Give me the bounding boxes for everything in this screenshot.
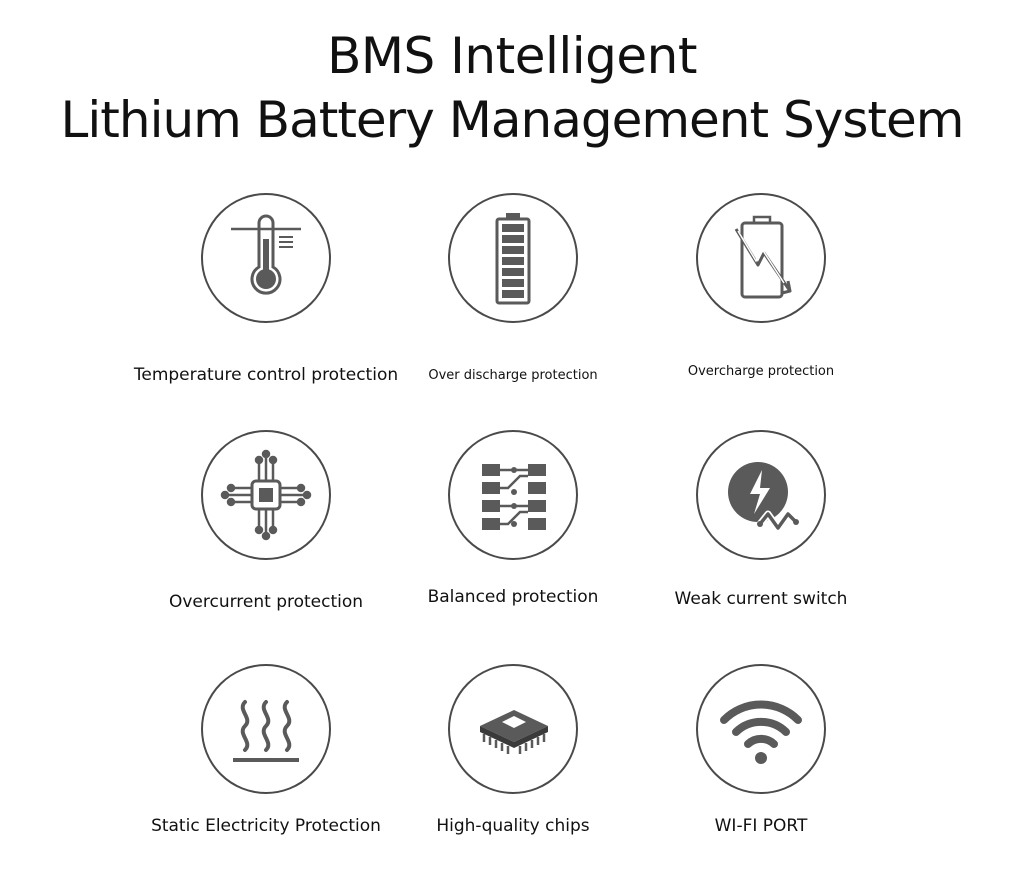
heat-waves-icon <box>233 700 299 762</box>
feature-label: Balanced protection <box>427 587 599 607</box>
feature-weak-current-switch: Weak current switch <box>611 430 911 630</box>
feature-label: Overcharge protection <box>687 364 835 379</box>
feature-overcurrent: Overcurrent protection <box>116 430 416 630</box>
wifi-icon <box>720 700 802 764</box>
thermometer-icon <box>231 214 301 295</box>
feature-balanced: Balanced protection <box>363 430 663 630</box>
lightning-wave-icon <box>728 462 799 532</box>
page-title-line-1: BMS Intelligent <box>327 27 697 85</box>
feature-high-quality-chips: High-quality chips <box>363 664 663 864</box>
feature-label: Weak current switch <box>674 589 848 609</box>
feature-label: Temperature control protection <box>133 365 399 385</box>
feature-static-electricity: Static Electricity Protection <box>116 664 416 864</box>
feature-label: WI-FI PORT <box>714 816 808 836</box>
battery-lightning-icon <box>734 215 792 299</box>
feature-over-discharge: Over discharge protection <box>363 193 663 393</box>
feature-overcharge: Overcharge protection <box>611 193 911 393</box>
circuit-board-icon <box>482 464 546 530</box>
page-title-line-2: Lithium Battery Management System <box>60 91 965 149</box>
feature-label: Static Electricity Protection <box>151 816 381 836</box>
microchip-icon <box>480 710 548 754</box>
processor-circuit-icon <box>220 449 312 541</box>
feature-label: Overcurrent protection <box>168 592 364 612</box>
feature-wifi-port: WI-FI PORT <box>611 664 911 864</box>
battery-icon <box>495 213 531 305</box>
feature-label: Over discharge protection <box>428 368 598 383</box>
feature-temperature-control: Temperature control protection <box>116 193 416 393</box>
feature-label: High-quality chips <box>436 816 590 836</box>
